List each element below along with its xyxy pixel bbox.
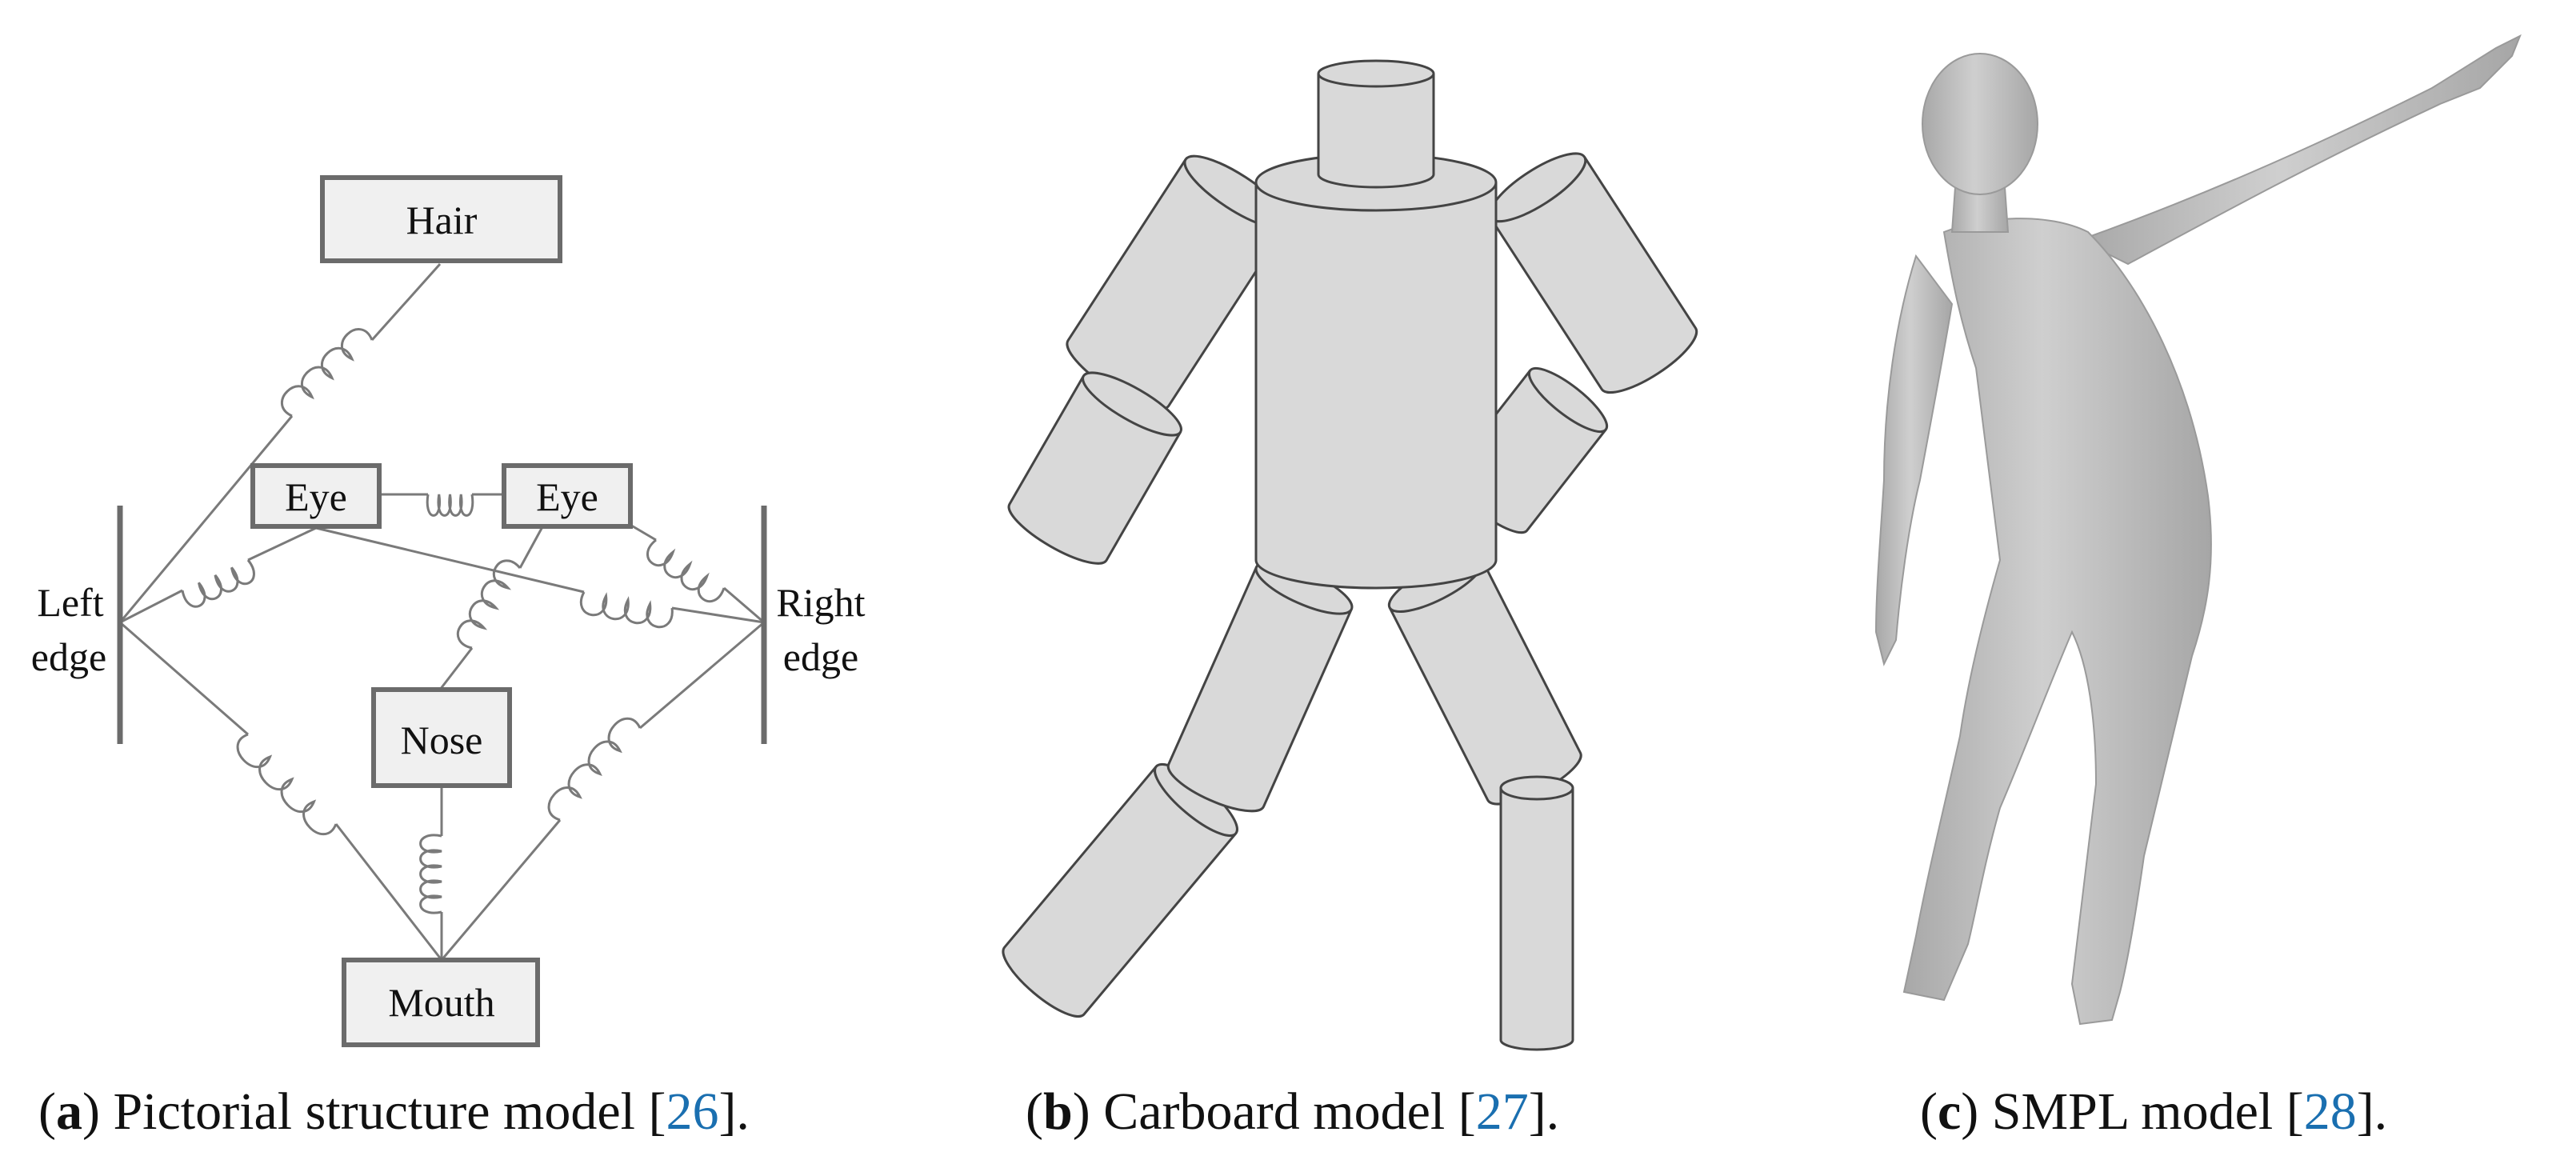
smpl-right-arm (2078, 34, 2522, 266)
smpl-torso-legs (1902, 218, 2212, 1026)
left-upper-leg (1166, 561, 1354, 813)
node-eye-left-box (250, 463, 382, 529)
spring-right-edge-mouth (547, 717, 642, 822)
caption-b-text: Carboard model [ (1090, 1082, 1476, 1141)
line-eye-right-nose-b (438, 647, 474, 690)
left-edge-label-line1: Left (37, 580, 103, 625)
node-eye-left-label: Eye (285, 474, 347, 519)
node-eye-right-box (502, 463, 633, 529)
line-eye-left-right-edge-a (315, 526, 585, 594)
spring-eye-right-edge (579, 591, 674, 629)
line-left-edge-mouth-b (334, 823, 443, 961)
caption-a-ref[interactable]: 26 (666, 1082, 719, 1141)
line-right-edge-mouth-b (440, 819, 562, 961)
caption-panel-a: (a) Pictorial structure model [26]. (38, 1082, 750, 1141)
line-left-edge-spring (119, 589, 183, 624)
caption-b-letter: b (1042, 1082, 1073, 1141)
torso (1254, 153, 1498, 590)
caption-c-letter: c (1937, 1082, 1962, 1141)
right-edge-label-line2: edge (783, 634, 858, 679)
caption-a-tail: ]. (718, 1082, 750, 1141)
spring-eye-right-right-edge (646, 538, 726, 603)
spring-eye-nose (456, 559, 522, 650)
left-lower-arm (1007, 371, 1182, 565)
line-eye-left-right-edge-b (671, 606, 765, 624)
node-hair-label: Hair (406, 198, 478, 242)
line-right-edge-mouth-a (639, 621, 765, 730)
caption-panel-c: (c) SMPL model [28]. (1920, 1082, 2388, 1141)
caption-b-tail: ]. (1528, 1082, 1560, 1141)
smpl-left-arm (1874, 254, 1954, 666)
node-eye-right-label: Eye (536, 474, 598, 519)
line-hair-spring-top (370, 262, 442, 342)
node-mouth-label: Mouth (388, 980, 494, 1025)
left-lower-leg (1002, 762, 1238, 1018)
head (1317, 59, 1435, 189)
right-lower-leg (1499, 775, 1574, 1051)
smpl-body-figure (1874, 34, 2522, 1026)
caption-a-text: Pictorial structure model [ (99, 1082, 666, 1141)
spring-hair-left-edge (280, 328, 374, 418)
caption-b-ref[interactable]: 27 (1475, 1082, 1529, 1141)
caption-c-text: SMPL model [ (1978, 1082, 2304, 1141)
caption-c-ref[interactable]: 28 (2303, 1082, 2357, 1141)
left-edge-label-line2: edge (31, 634, 106, 679)
line-spring-right-edge (723, 586, 765, 624)
spring-left-edge-mouth (236, 733, 338, 836)
spring-left-edge-eye (181, 559, 255, 608)
node-mouth-box (342, 958, 540, 1047)
caption-a-letter: a (55, 1082, 82, 1141)
line-left-edge-mouth-a (119, 621, 249, 736)
smpl-head (1922, 53, 2038, 195)
caption-c-tail: ]. (2356, 1082, 2388, 1141)
spring-nose-mouth (419, 834, 442, 914)
line-hair-left-edge (118, 415, 294, 623)
node-nose-label: Nose (401, 718, 483, 762)
node-hair-box (320, 175, 562, 263)
spring-eye-eye (426, 494, 474, 517)
line-eye-right-spring (628, 522, 657, 542)
right-upper-arm (1488, 152, 1698, 394)
line-spring-eye-left (247, 526, 317, 562)
pictorial-structure-diagram (117, 262, 767, 961)
node-nose-box (371, 687, 512, 788)
caption-panel-b: (b) Carboard model [27]. (1026, 1082, 1560, 1141)
cardboard-model-figure (1002, 59, 1698, 1051)
line-eye-right-nose-a (518, 523, 546, 569)
right-edge-label-line1: Right (776, 580, 865, 625)
